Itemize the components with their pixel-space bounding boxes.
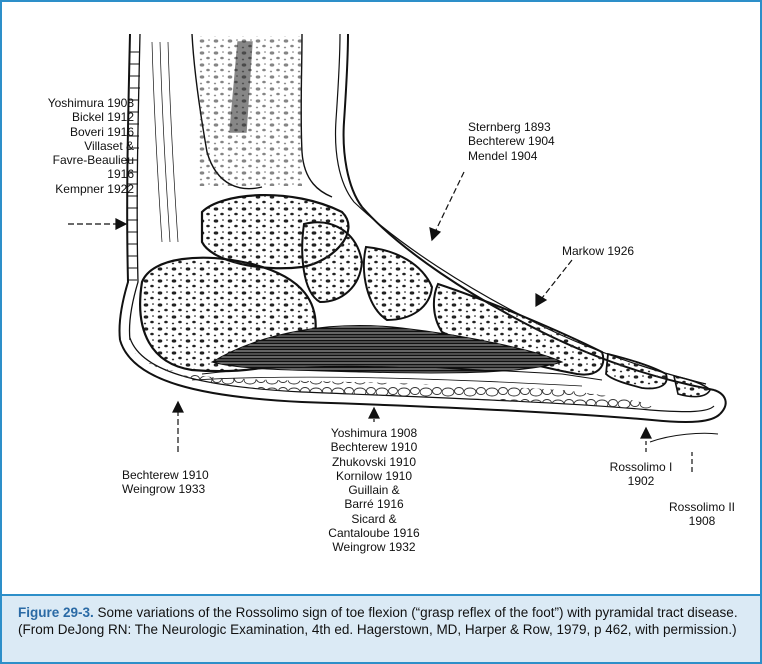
label-rossolimo-2: Rossolimo II 1908: [656, 500, 748, 529]
label-bottom-center-group: Yoshimura 1908 Bechterew 1910 Zhukovski …: [312, 426, 436, 555]
caption-text: Some variations of the Rossolimo sign of…: [18, 605, 738, 637]
label-line: Markow 1926: [562, 244, 634, 258]
label-line: Kornilow 1910: [312, 469, 436, 483]
caption-title: Figure 29-3.: [18, 605, 94, 620]
label-line: Bickel 1912: [32, 110, 134, 124]
distal-phalanx: [674, 376, 710, 397]
label-line: Weingrow 1932: [312, 540, 436, 554]
foot-illustration: Yoshimura 1908 Bickel 1912 Boveri 1916 V…: [2, 2, 760, 594]
label-line: Zhukovski 1910: [312, 455, 436, 469]
label-line: Sicard &: [312, 512, 436, 526]
label-line: Mendel 1904: [468, 149, 555, 163]
label-line: Barré 1916: [312, 497, 436, 511]
label-line: 1908: [656, 514, 748, 528]
label-line: 1902: [598, 474, 684, 488]
label-line: 1916: [32, 167, 134, 181]
label-line: Rossolimo II: [656, 500, 748, 514]
label-line: Bechterew 1910: [122, 468, 209, 482]
proximal-phalanx: [606, 354, 667, 388]
navicular: [302, 222, 362, 302]
figure-caption: Figure 29-3. Some variations of the Ross…: [2, 596, 760, 662]
label-left-group: Yoshimura 1908 Bickel 1912 Boveri 1916 V…: [32, 96, 134, 196]
label-line: Villaset &: [32, 139, 134, 153]
label-bottom-left-group: Bechterew 1910 Weingrow 1933: [122, 468, 209, 497]
label-top-right-group: Sternberg 1893 Bechterew 1904 Mendel 190…: [468, 120, 555, 163]
label-line: Rossolimo I: [598, 460, 684, 474]
label-line: Weingrow 1933: [122, 482, 209, 496]
label-line: Bechterew 1910: [312, 440, 436, 454]
label-rossolimo-1: Rossolimo I 1902: [598, 460, 684, 489]
label-markow: Markow 1926: [562, 244, 634, 258]
label-line: Kempner 1922: [32, 182, 134, 196]
label-line: Favre-Beaulieu: [32, 153, 134, 167]
label-line: Sternberg 1893: [468, 120, 555, 134]
label-line: Cantaloube 1916: [312, 526, 436, 540]
label-line: Yoshimura 1908: [312, 426, 436, 440]
label-line: Yoshimura 1908: [32, 96, 134, 110]
cuneiform: [364, 247, 432, 320]
label-line: Guillain &: [312, 483, 436, 497]
label-line: Boveri 1916: [32, 125, 134, 139]
label-line: Bechterew 1904: [468, 134, 555, 148]
